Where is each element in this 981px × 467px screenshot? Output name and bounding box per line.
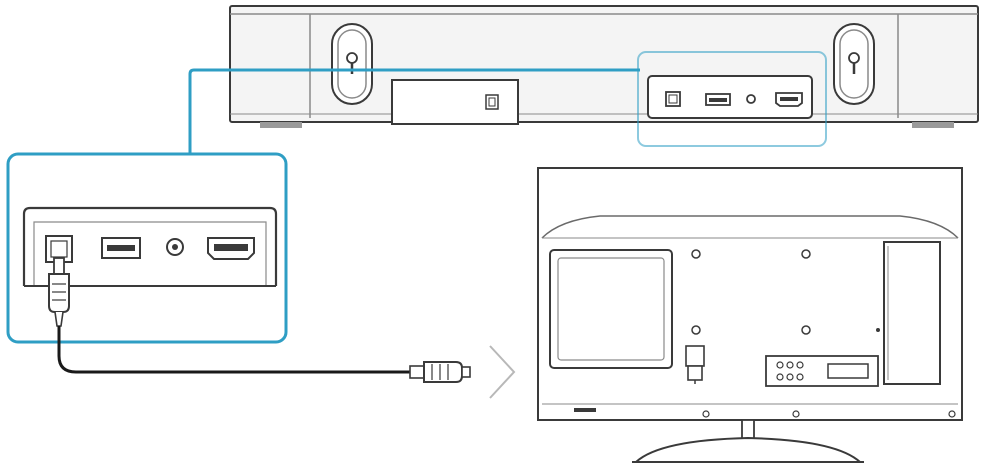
tv-rear: [537, 167, 963, 463]
keyhole-mount-icon: [331, 23, 373, 105]
optical-plug-icon: [48, 257, 70, 327]
center-recess: [391, 79, 519, 125]
hdmi-port-icon: [207, 237, 255, 260]
hdmi-port-icon: [775, 92, 803, 107]
power-port-icon: [485, 94, 499, 110]
optical-plug-icon: [409, 361, 471, 383]
tv-left-module: [549, 249, 673, 369]
tv-vga-port-icon: [827, 363, 869, 379]
optical-cable: [57, 326, 412, 374]
chevron-right-icon: [489, 345, 516, 399]
tv-back-contour: [541, 215, 959, 239]
usb-port-icon: [705, 93, 731, 106]
zoomed-port-callout: [6, 152, 288, 344]
callout-connector-line: [188, 68, 640, 154]
keyhole-mount-icon: [833, 23, 875, 105]
soundbar-foot-right: [912, 122, 954, 128]
soundbar: [229, 5, 979, 147]
tv-rca-jacks: [776, 361, 804, 381]
optical-port-icon: [665, 91, 681, 107]
usb-port-icon: [101, 237, 141, 259]
port-highlight-box: [637, 51, 827, 147]
soundbar-foot-left: [260, 122, 302, 128]
tv-stand: [632, 419, 864, 463]
aux-jack-icon: [746, 94, 756, 104]
aux-jack-icon: [166, 238, 184, 256]
zoomed-port-panel: [22, 206, 278, 286]
tv-right-panel: [883, 241, 941, 385]
tv-optical-port-icon: [685, 345, 705, 384]
